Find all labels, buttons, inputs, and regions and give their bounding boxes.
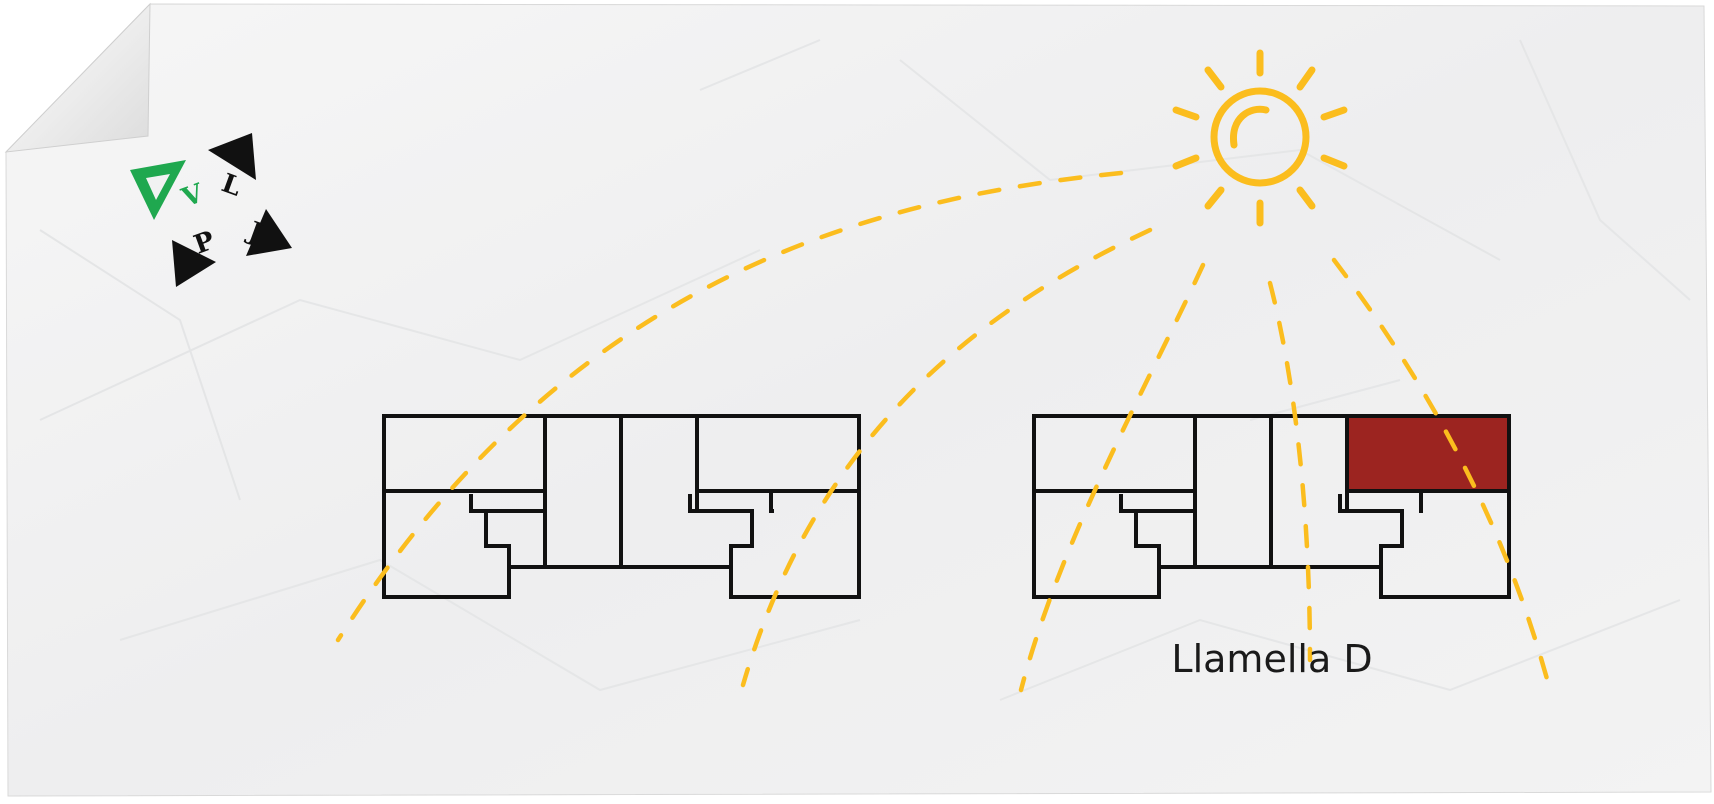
paper-creases: [39, 39, 1691, 701]
sun-path-4: [1267, 280, 1313, 663]
sun-path-3: [1018, 262, 1206, 693]
page-curl: [4, 2, 151, 153]
sun-path-5: [1331, 257, 1553, 693]
sun-paths: [335, 170, 1553, 693]
paper-sheet: [4, 2, 1712, 797]
sun-icon: [1172, 49, 1348, 227]
floor-plan-left: [382, 414, 861, 599]
sun-path-1: [335, 170, 1124, 643]
floor-plan-right: [1032, 414, 1511, 599]
building-caption: Llamella D: [1171, 637, 1372, 681]
highlighted-apartment: [1347, 416, 1509, 491]
